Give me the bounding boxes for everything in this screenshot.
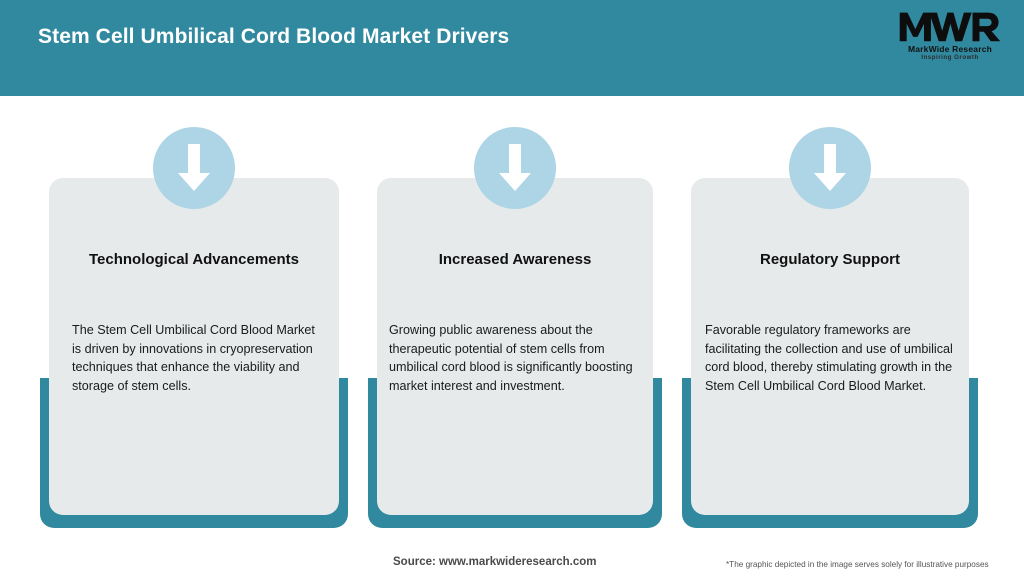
card-body-text: Favorable regulatory frameworks are faci…: [705, 323, 953, 393]
card-title: Increased Awareness: [438, 251, 592, 268]
driver-card-1: Technological Advancements The Stem Cell…: [40, 96, 348, 556]
arrow-down-icon: [789, 127, 871, 209]
driver-card-3: Regulatory Support Favorable regulatory …: [682, 96, 978, 556]
page-title: Stem Cell Umbilical Cord Blood Market Dr…: [38, 25, 510, 48]
logo-company-name: MarkWide Research: [907, 44, 993, 54]
brand-logo: MarkWide Research Inspiring Growth: [898, 10, 1002, 64]
driver-card-2: Increased Awareness Growing public aware…: [368, 96, 662, 556]
arrow-down-glyph: [814, 144, 846, 191]
mwr-logo-icon: [899, 12, 1001, 42]
card-body-text: The Stem Cell Umbilical Cord Blood Marke…: [72, 323, 315, 393]
arrow-down-glyph: [499, 144, 531, 191]
arrow-down-icon: [474, 127, 556, 209]
card-surface: Technological Advancements The Stem Cell…: [49, 178, 339, 515]
arrow-down-glyph: [178, 144, 210, 191]
card-title: Regulatory Support: [759, 251, 900, 268]
card-body-text: Growing public awareness about the thera…: [389, 323, 633, 393]
disclaimer-label: *The graphic depicted in the image serve…: [726, 560, 989, 569]
logo-tagline: Inspiring Growth: [921, 54, 979, 61]
arrow-down-icon: [153, 127, 235, 209]
source-label: Source: www.markwideresearch.com: [393, 556, 597, 568]
header-banner: Stem Cell Umbilical Cord Blood Market Dr…: [0, 0, 1024, 96]
driver-cards-container: Technological Advancements The Stem Cell…: [0, 96, 1024, 576]
card-title: Technological Advancements: [88, 251, 300, 268]
card-surface: Regulatory Support Favorable regulatory …: [691, 178, 969, 515]
card-surface: Increased Awareness Growing public aware…: [377, 178, 653, 515]
